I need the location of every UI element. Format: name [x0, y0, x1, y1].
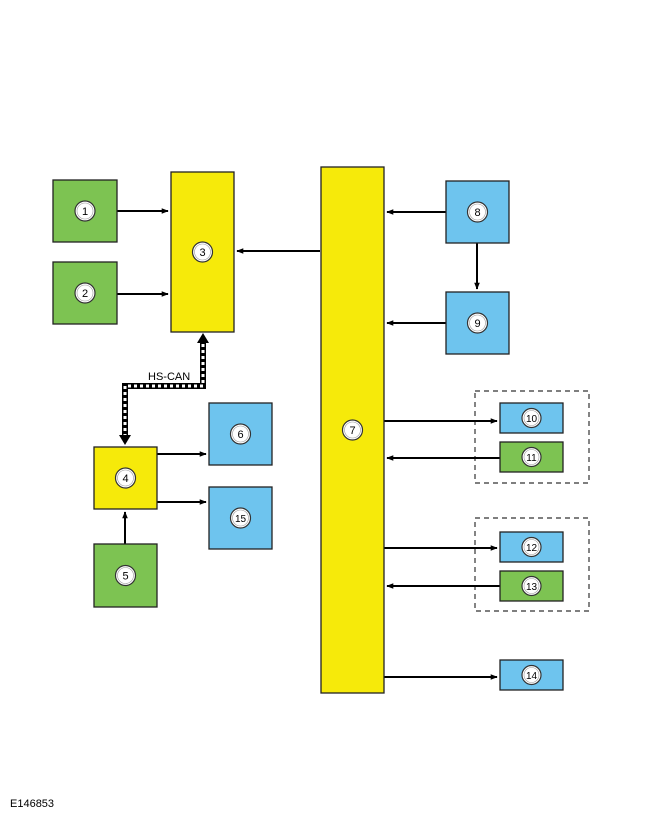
block-13: 13	[499, 570, 564, 602]
group-10-11-frame	[474, 390, 590, 484]
block-15: 15	[208, 486, 273, 550]
callout-number: 15	[235, 514, 247, 525]
hs-can-bus	[119, 333, 209, 445]
callout-circle	[74, 200, 96, 222]
callout-number: 5	[122, 571, 128, 583]
callout-number: 12	[526, 543, 538, 554]
callout-number: 11	[526, 453, 537, 464]
callout-circle	[74, 282, 96, 304]
callout-number: 10	[526, 414, 538, 425]
block-14: 14	[499, 659, 564, 691]
figure-reference: E146853	[10, 798, 55, 810]
bus-arrow-down	[119, 435, 131, 445]
block-1: 1	[52, 179, 118, 243]
callout-circle	[521, 446, 542, 468]
callout-number: 8	[474, 207, 480, 219]
callout-circle	[521, 575, 542, 597]
callout-circle	[466, 312, 489, 334]
callout-number: 9	[474, 318, 480, 330]
callout-circle	[521, 536, 542, 558]
callout-circle	[466, 201, 489, 223]
block-9: 9	[445, 291, 510, 355]
callout-circle	[114, 467, 137, 489]
callout-circle	[341, 419, 364, 441]
callout-circle	[521, 407, 542, 429]
block-7: 7	[320, 166, 385, 694]
callout-number: 3	[199, 247, 205, 259]
callout-circle	[229, 507, 252, 529]
group-12-13-frame	[474, 517, 590, 612]
block-4: 4	[93, 446, 158, 510]
callout-number: 4	[122, 473, 128, 485]
bus-arrow-up	[197, 333, 209, 343]
block-10: 10	[499, 402, 564, 434]
callout-circle	[521, 664, 542, 686]
callout-number: 13	[526, 582, 538, 593]
callout-number: 14	[526, 671, 538, 682]
block-12: 12	[499, 531, 564, 563]
block-11: 11	[499, 441, 564, 473]
callout-circle	[229, 423, 252, 445]
block-5: 5	[93, 543, 158, 608]
block-2: 2	[52, 261, 118, 325]
callout-number: 7	[349, 425, 355, 437]
callout-circle	[114, 564, 137, 587]
block-6: 6	[208, 402, 273, 466]
callout-number: 2	[82, 288, 88, 300]
bus-label: HS-CAN	[148, 371, 190, 383]
callout-number: 6	[237, 429, 243, 441]
callout-circle	[191, 241, 214, 263]
callout-number: 1	[82, 206, 88, 218]
block-3: 3	[170, 171, 235, 333]
block-8: 8	[445, 180, 510, 244]
